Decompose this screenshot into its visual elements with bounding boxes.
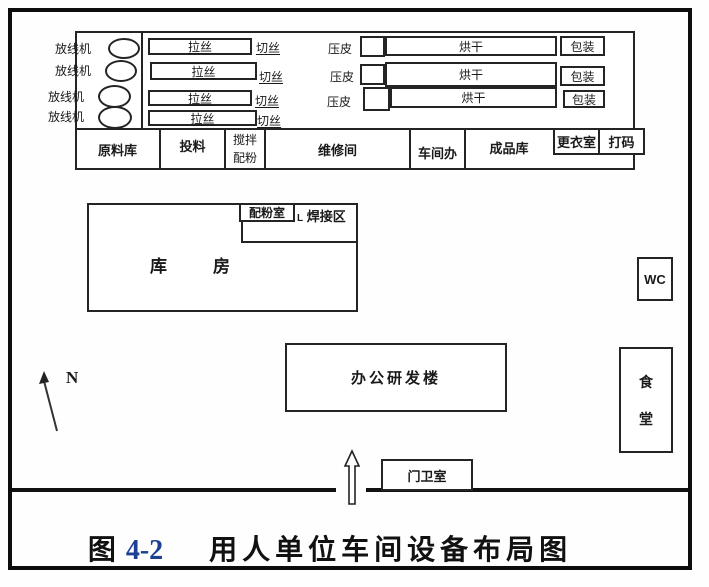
gate-arrow-icon [343,449,361,505]
packing-label: 包装 [570,39,595,54]
payoff-machine-label: 放线机 [55,64,92,78]
wire-cut-label: 切丝 [259,70,284,84]
wire-cut-label: 切丝 [256,41,281,55]
room-mixing-line1: 搅拌 [232,133,257,147]
room-mixing-line2: 配粉 [232,151,257,165]
room-maintenance: 维修间 [317,142,357,158]
room-changing: 更衣室 [553,128,600,155]
payoff-column-divider [141,31,143,130]
warehouse-label: 库房 [150,252,230,277]
room-feeding: 投料 [179,138,206,154]
press-machine-box [360,64,385,85]
wire-draw-box: 拉丝 [148,110,257,126]
dryer-box: 烘干 [385,62,557,87]
powder-room-box: 配粉室 [239,203,295,222]
wire-draw-box: 拉丝 [150,62,257,80]
wire-draw-box: 拉丝 [148,90,252,106]
press-label: 压皮 [327,95,352,109]
wire-cut-label: 切丝 [255,94,280,108]
wire-draw-label: 拉丝 [187,40,212,54]
north-arrow-icon [39,371,58,432]
room-divider [224,128,226,170]
dryer-box: 烘干 [390,87,557,108]
site-wall-right [366,488,688,492]
packing-label: 包装 [571,92,596,107]
payoff-machine-shape [105,60,137,82]
press-label: 压皮 [328,42,353,56]
dryer-label: 烘干 [458,39,483,54]
warehouse-char2: 房 [213,257,230,276]
canteen-char2: 堂 [639,410,653,427]
figure-border [8,8,692,570]
room-finished-goods: 成品库 [489,140,529,156]
caption-title: 用人单位车间设备布局图 [209,535,573,566]
room-changing-label: 更衣室 [556,135,596,150]
room-coding: 打码 [598,128,645,155]
warehouse-inner-vline [241,203,243,243]
welding-area-label: L 焊接区 [297,206,346,225]
office-building-box: 办公研发楼 [285,343,507,412]
packing-box: 包装 [560,66,605,86]
payoff-machine-shape [98,85,131,108]
welding-area-text: 焊接区 [306,209,346,224]
canteen-box: 食 堂 [619,347,673,453]
dryer-box: 烘干 [385,36,557,56]
wire-draw-label: 拉丝 [187,91,212,106]
room-divider [409,128,411,170]
wire-cut-label: 切丝 [257,114,282,128]
guard-room-box: 门卫室 [381,459,473,491]
north-label: N [66,368,79,387]
press-machine-box [360,36,385,57]
wire-draw-label: 拉丝 [190,111,215,126]
caption-figure-number: 4-2 [125,535,164,566]
office-building-label: 办公研发楼 [350,370,441,387]
payoff-machine-label: 放线机 [55,42,92,56]
room-divider [264,128,266,170]
dryer-label: 烘干 [461,91,486,105]
dryer-label: 烘干 [458,68,483,82]
wc-label: WC [644,271,666,287]
warehouse-char1: 库 [150,257,167,276]
warehouse-inner-hline [241,241,358,243]
room-divider [159,128,161,170]
press-machine-box [363,87,390,111]
guard-room-label: 门卫室 [407,468,447,484]
payoff-machine-label: 放线机 [48,110,85,124]
wc-box: WC [637,257,673,301]
room-workshop-office: 车间办 [417,145,457,161]
warehouse-outline [87,203,358,312]
figure-caption: 图 4-2 用人单位车间设备布局图 [40,528,620,568]
payoff-machine-shape [98,106,132,129]
press-label: 压皮 [330,70,355,84]
wire-draw-box: 拉丝 [148,38,252,55]
packing-label: 包装 [570,69,595,84]
room-divider [464,128,466,170]
welding-area-mark: L [297,213,304,224]
room-mixing: 搅拌 配粉 [225,126,265,172]
packing-box: 包装 [560,36,605,56]
room-raw-material: 原料库 [97,142,137,158]
payoff-machine-label: 放线机 [48,90,85,104]
powder-room-label: 配粉室 [248,206,285,220]
room-coding-label: 打码 [608,135,635,150]
wire-draw-label: 拉丝 [191,64,216,79]
caption-figure-word: 图 [87,535,116,566]
canteen-char1: 食 [639,373,653,390]
room-row-top-line [75,128,635,130]
site-wall-left [12,488,336,492]
payoff-machine-shape [108,38,140,59]
packing-box: 包装 [563,90,605,108]
